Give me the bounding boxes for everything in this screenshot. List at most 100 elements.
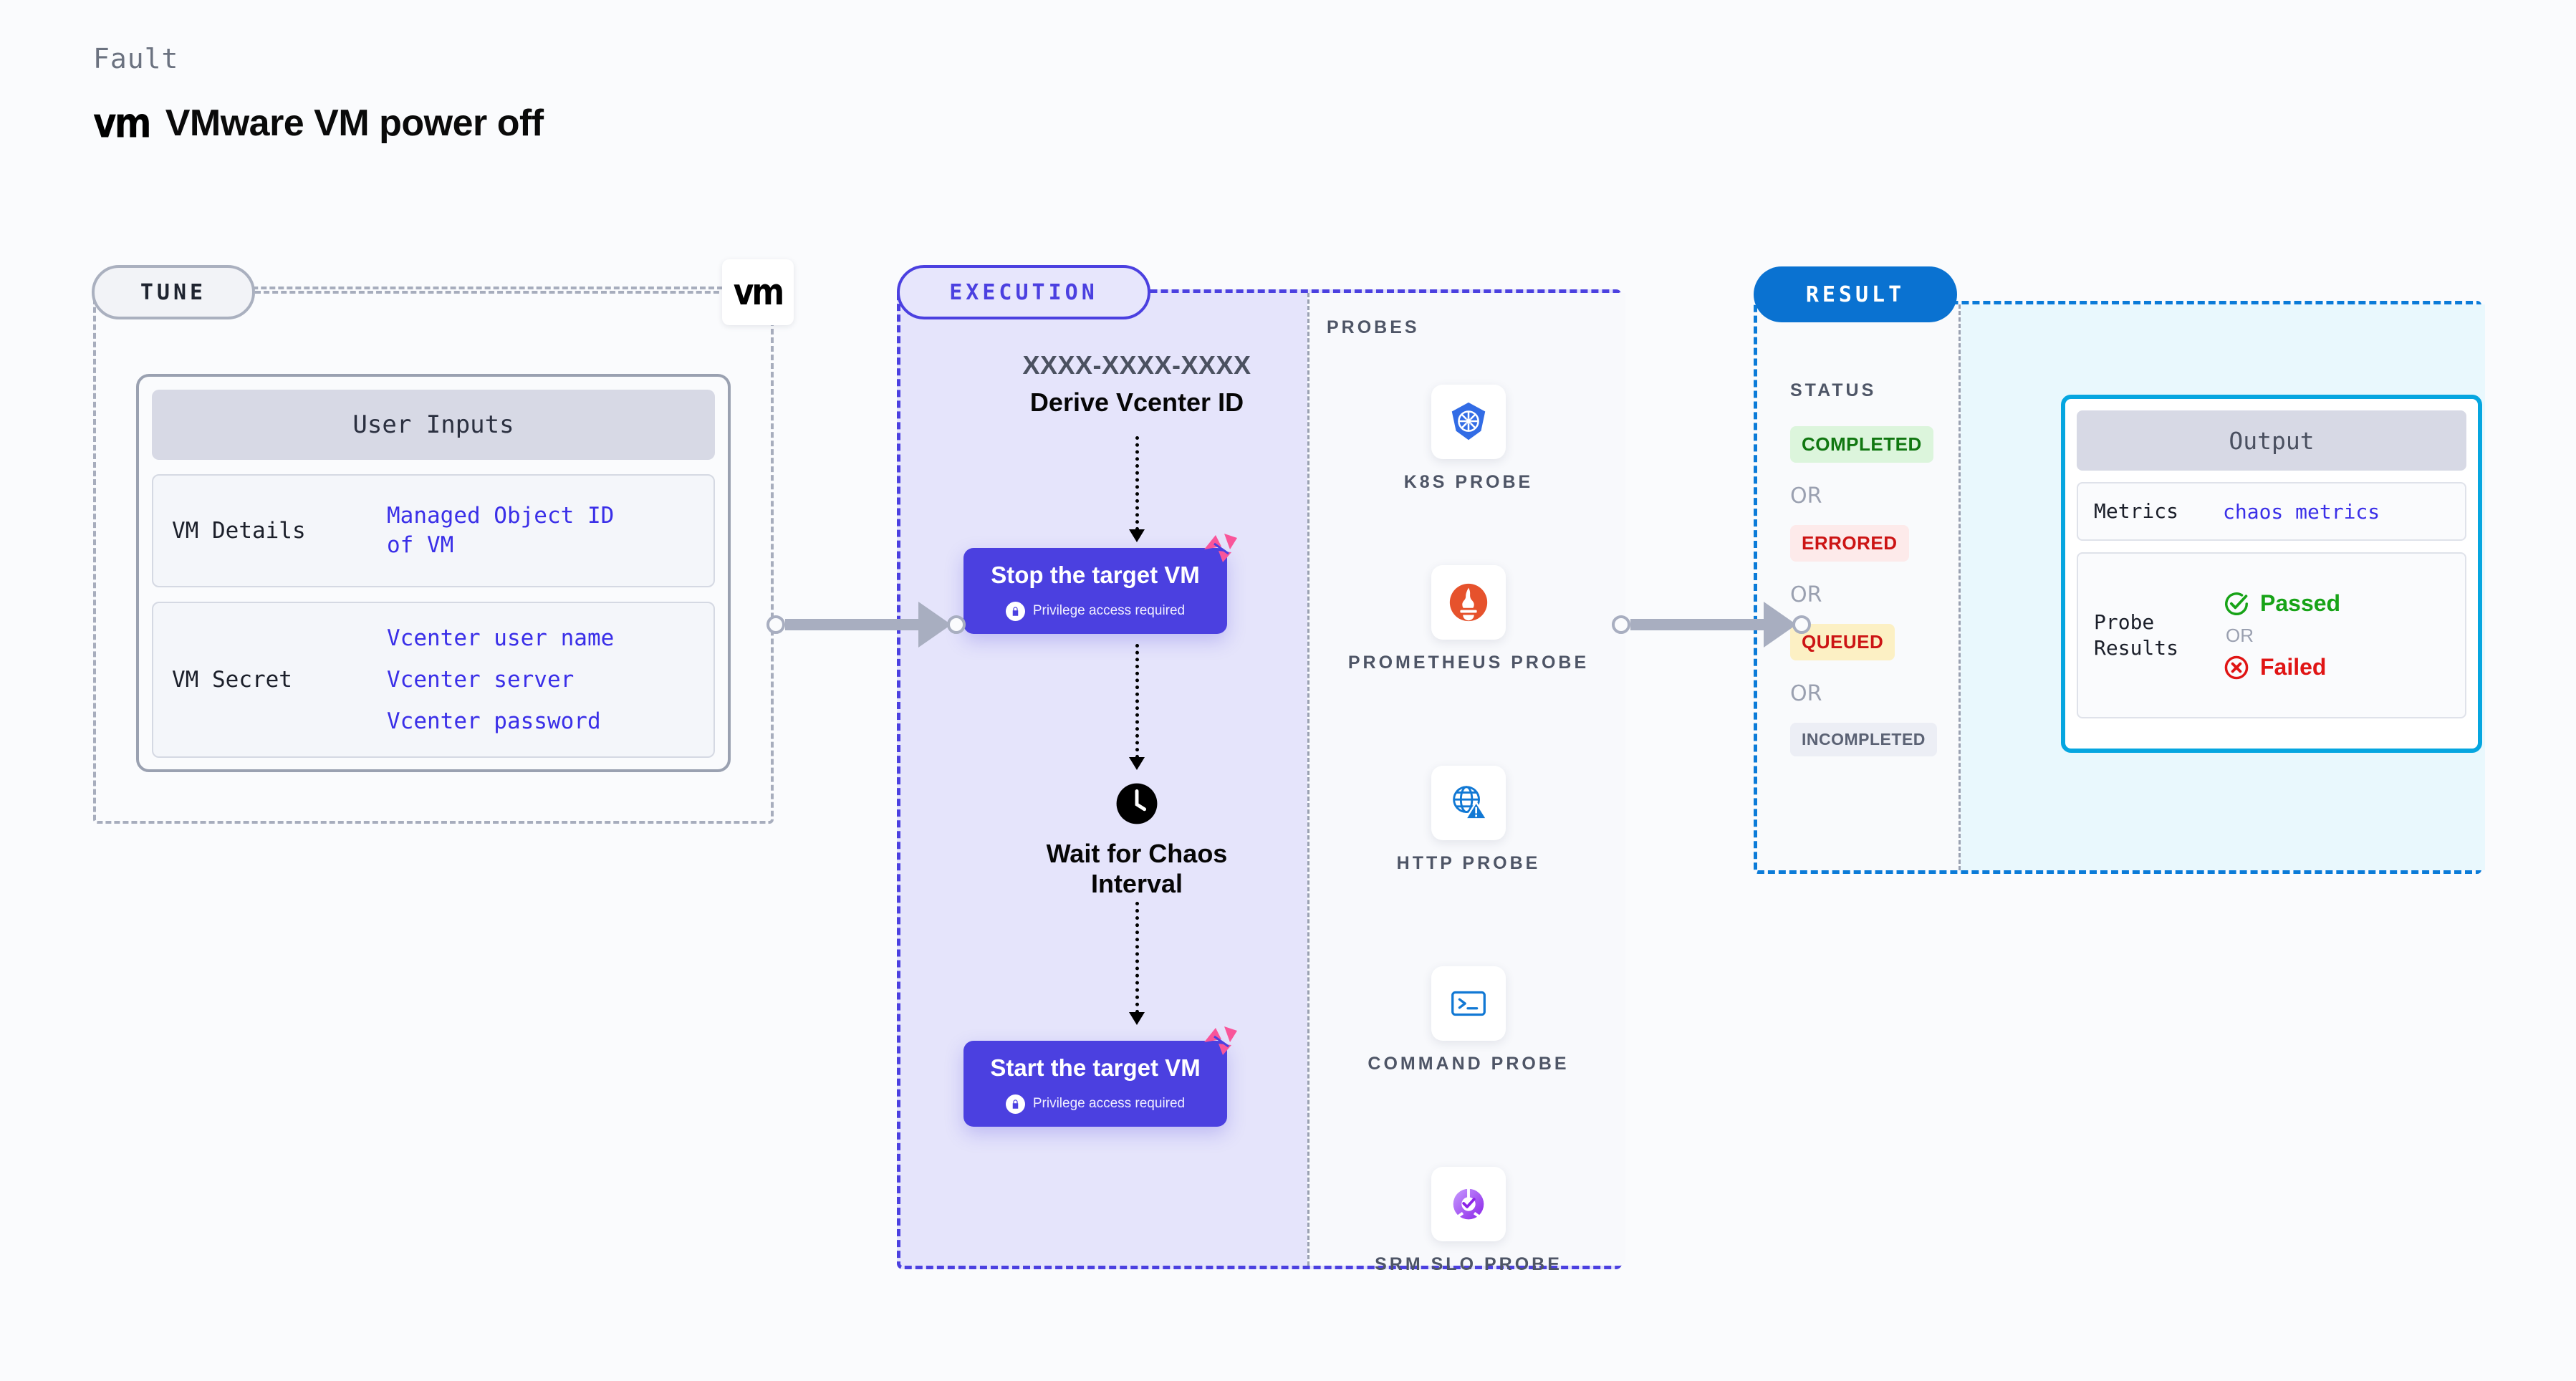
probe-result-values: Passed OR Failed bbox=[2223, 590, 2340, 681]
vmware-badge: vm bbox=[722, 259, 794, 325]
input-row-vm-details: VM Details Managed Object ID of VM bbox=[152, 474, 715, 587]
page-title-row: vm VMware VM power off bbox=[93, 99, 544, 148]
probe-label: PROMETHEUS PROBE bbox=[1347, 653, 1590, 673]
srm-slo-donut-icon bbox=[1431, 1167, 1506, 1241]
node-label: Wait for Chaos Interval bbox=[1047, 839, 1228, 899]
derive-vcenter-id-code: XXXX-XXXX-XXXX bbox=[1022, 350, 1251, 380]
input-row-label: VM Details bbox=[172, 518, 306, 544]
probes-panel: PROBES K8S PROBE bbox=[1307, 293, 1628, 1274]
arrow-tip bbox=[1129, 529, 1145, 542]
node-subtitle-row: Privilege access required bbox=[1005, 601, 1186, 621]
probe-label: COMMAND PROBE bbox=[1368, 1054, 1570, 1074]
tune-connector-dashline bbox=[255, 291, 728, 294]
litmus-logo-icon bbox=[1204, 1026, 1237, 1055]
probe-result-failed: Failed bbox=[2223, 654, 2340, 681]
check-circle-icon bbox=[2225, 592, 2248, 615]
node-subtitle: Privilege access required bbox=[1032, 603, 1186, 618]
probe-label: SRM SLO PROBE bbox=[1375, 1254, 1562, 1274]
output-card: Output Metrics chaos metrics Probe Resul… bbox=[2061, 395, 2482, 753]
arrow-tip bbox=[1129, 757, 1145, 770]
status-badge-completed: COMPLETED bbox=[1790, 426, 1933, 463]
execution-flow: XXXX-XXXX-XXXX Derive Vcenter ID Stop th… bbox=[900, 293, 1373, 1266]
connector-arrowhead bbox=[918, 602, 951, 648]
output-row-metrics: Metrics chaos metrics bbox=[2077, 482, 2466, 541]
status-badge-errored: ERRORED bbox=[1790, 525, 1909, 562]
vmware-logo-icon: vm bbox=[93, 99, 152, 148]
arrow-line bbox=[1135, 644, 1139, 759]
output-title: Output bbox=[2077, 410, 2466, 471]
derive-vcenter-id-label: Derive Vcenter ID bbox=[1029, 388, 1244, 417]
page-header: Fault vm VMware VM power off bbox=[93, 43, 544, 148]
label-line2: Results bbox=[2094, 636, 2179, 660]
result-pill-label: RESULT bbox=[1754, 266, 1957, 322]
node-title: Stop the target VM bbox=[991, 561, 1200, 588]
connector-shaft bbox=[785, 619, 921, 630]
execution-pill-label: EXECUTION bbox=[897, 265, 1150, 319]
input-value: Vcenter password bbox=[387, 708, 601, 735]
litmus-logo-icon bbox=[1204, 534, 1237, 562]
output-area: Output Metrics chaos metrics Probe Resul… bbox=[1961, 304, 2485, 870]
result-section: STATUS COMPLETED OR ERRORED OR QUEUED OR… bbox=[1754, 301, 2485, 874]
passed-label: Passed bbox=[2260, 590, 2341, 616]
input-value: Managed Object ID bbox=[387, 502, 615, 529]
lock-icon bbox=[1005, 601, 1025, 621]
output-row-label: Probe Results bbox=[2094, 610, 2223, 662]
connector-arrowhead bbox=[1764, 602, 1797, 648]
arrow-line bbox=[1135, 436, 1139, 531]
connector-dot bbox=[947, 615, 966, 634]
connector-shaft bbox=[1630, 619, 1767, 630]
status-title: STATUS bbox=[1790, 380, 1877, 400]
connector-dot bbox=[1612, 615, 1630, 634]
or-separator: OR bbox=[1790, 681, 1822, 706]
eyebrow-label: Fault bbox=[93, 43, 179, 74]
node-label-line1: Wait for Chaos bbox=[1046, 839, 1228, 868]
failed-label: Failed bbox=[2260, 654, 2327, 680]
execution-section: XXXX-XXXX-XXXX Derive Vcenter ID Stop th… bbox=[897, 289, 1628, 1274]
vmware-badge-icon: vm bbox=[733, 271, 785, 314]
node-start-target-vm[interactable]: Start the target VM Privilege access req… bbox=[963, 1026, 1237, 1127]
probe-item-srm-slo[interactable]: SRM SLO PROBE bbox=[1309, 1167, 1628, 1276]
user-inputs-title: User Inputs bbox=[152, 390, 715, 460]
probe-label: HTTP PROBE bbox=[1396, 853, 1541, 873]
probe-item-k8s[interactable]: K8S PROBE bbox=[1309, 385, 1628, 494]
label-line1: Probe bbox=[2094, 610, 2155, 634]
input-row-vm-secret: VM Secret Vcenter user name Vcenter serv… bbox=[152, 602, 715, 758]
prometheus-icon bbox=[1431, 565, 1506, 640]
tune-pill-label: TUNE bbox=[92, 265, 255, 319]
probe-result-passed: Passed bbox=[2223, 590, 2340, 617]
http-globe-warning-icon bbox=[1431, 766, 1506, 840]
output-row-value: chaos metrics bbox=[2223, 499, 2380, 524]
probe-item-http[interactable]: HTTP PROBE bbox=[1309, 766, 1628, 875]
probe-label: K8S PROBE bbox=[1403, 472, 1534, 492]
arrow-tip bbox=[1129, 1012, 1145, 1025]
flow-arrow-stop-to-wait bbox=[900, 644, 1373, 770]
probes-title: PROBES bbox=[1327, 317, 1420, 337]
output-row-probe-results: Probe Results Passed OR bbox=[2077, 552, 2466, 718]
terminal-icon bbox=[1431, 966, 1506, 1041]
kubernetes-icon bbox=[1431, 385, 1506, 459]
node-subtitle: Privilege access required bbox=[1032, 1096, 1186, 1111]
probe-item-command[interactable]: COMMAND PROBE bbox=[1309, 966, 1628, 1076]
input-row-values: Vcenter user name Vcenter server Vcenter… bbox=[387, 617, 614, 743]
or-separator: OR bbox=[1790, 483, 1822, 509]
input-row-values: Managed Object ID of VM bbox=[387, 501, 614, 560]
connector-tune-to-execution bbox=[766, 602, 966, 648]
node-subtitle-row: Privilege access required bbox=[1005, 1094, 1186, 1114]
or-separator: OR bbox=[2226, 624, 2254, 646]
clock-icon bbox=[1116, 783, 1158, 824]
output-row-label: Metrics bbox=[2094, 499, 2179, 523]
user-inputs-card: User Inputs VM Details Managed Object ID… bbox=[136, 374, 731, 772]
node-wait-for-chaos-interval: Wait for Chaos Interval bbox=[900, 781, 1373, 899]
node-stop-target-vm[interactable]: Stop the target VM Privilege access requ… bbox=[963, 534, 1237, 634]
input-value: Vcenter user name bbox=[387, 625, 615, 651]
connector-dot bbox=[766, 615, 785, 634]
node-title: Start the target VM bbox=[990, 1054, 1201, 1081]
probe-item-prometheus[interactable]: PROMETHEUS PROBE bbox=[1309, 565, 1628, 675]
connector-execution-to-result bbox=[1612, 602, 1811, 648]
arrow-line bbox=[1135, 902, 1139, 1014]
status-column: STATUS COMPLETED OR ERRORED OR QUEUED OR… bbox=[1757, 304, 1961, 870]
connector-dot bbox=[1792, 615, 1811, 634]
node-label-line2: Interval bbox=[1090, 868, 1183, 898]
input-value: of VM bbox=[387, 532, 454, 558]
flow-arrow-derive-to-stop bbox=[900, 436, 1373, 542]
